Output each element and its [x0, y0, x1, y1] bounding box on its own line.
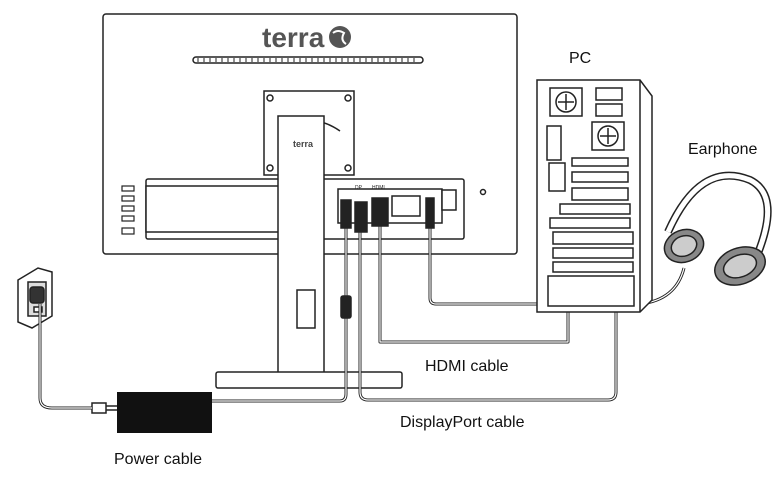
power-plug: [91, 402, 117, 414]
pc-tower: [536, 79, 653, 313]
brand-logo: terra: [262, 22, 325, 53]
cable-connectors-monitor: [340, 197, 435, 319]
power-adapter: [117, 392, 212, 433]
pc-label: PC: [569, 50, 592, 67]
power-cable-label: Power cable: [114, 451, 203, 468]
port-label-hdmi: HDMI: [372, 185, 385, 191]
port-label-dp: DP: [355, 185, 363, 191]
globe-icon: [329, 26, 351, 48]
hdmi-cable-label: HDMI cable: [425, 358, 509, 375]
earphone: [663, 171, 772, 286]
monitor-stand: [215, 115, 403, 389]
wall-outlet: [17, 267, 53, 329]
stand-logo: terra: [293, 139, 314, 149]
displayport-cable-label: DisplayPort cable: [400, 414, 525, 431]
earphone-label: Earphone: [688, 141, 758, 158]
